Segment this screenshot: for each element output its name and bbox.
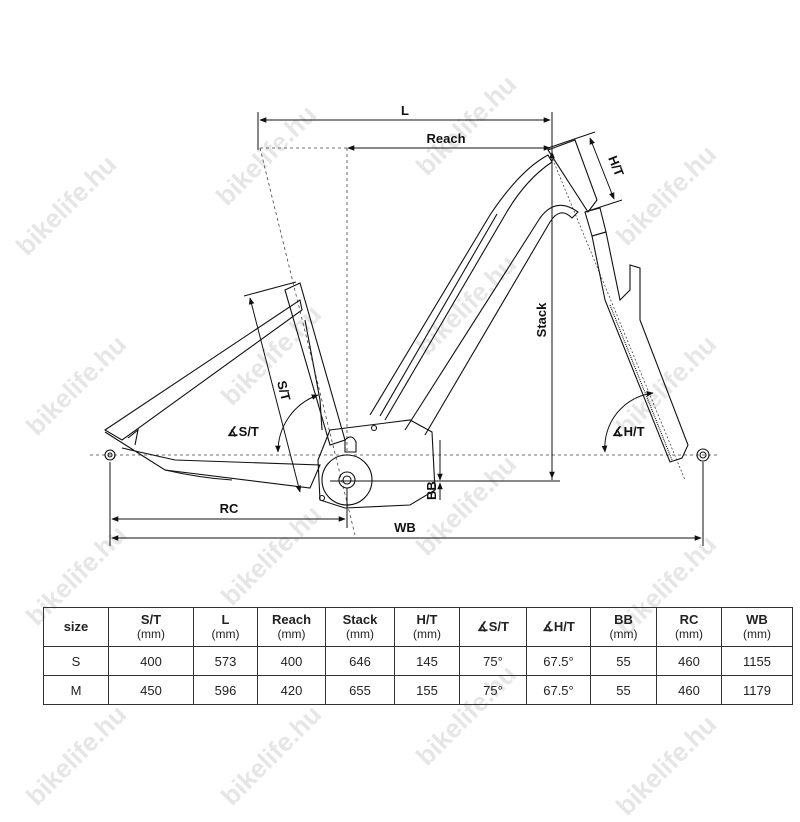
cell: 145 — [394, 646, 460, 676]
rc-label: RC — [220, 501, 239, 516]
bike-frame — [103, 139, 710, 509]
ht-dimension — [589, 137, 615, 200]
cell: 55 — [590, 646, 657, 676]
cell: 400 — [108, 646, 194, 676]
col-st-angle: ∡S/T — [459, 607, 527, 647]
cell: 655 — [325, 675, 395, 705]
cell: 155 — [394, 675, 460, 705]
st-angle-arc — [275, 394, 319, 453]
watermark-text: bikelife.hu — [215, 699, 328, 812]
watermark-text: bikelife.hu — [20, 699, 133, 812]
st-label: S/T — [274, 379, 293, 402]
col-size: size — [43, 607, 109, 647]
cell: 573 — [193, 646, 258, 676]
st-angle-label: ∡S/T — [227, 424, 259, 439]
ht-angle-arc — [601, 391, 654, 453]
col-ht-angle: ∡H/T — [526, 607, 591, 647]
cell: 1155 — [721, 646, 793, 676]
cell: 460 — [656, 646, 722, 676]
col-stack: Stack(mm) — [325, 607, 395, 647]
stack-label: Stack — [534, 302, 549, 337]
cell: 75° — [459, 675, 527, 705]
cell: M — [43, 675, 109, 705]
cell: 67.5° — [526, 646, 591, 676]
ht-label: H/T — [605, 154, 627, 179]
bb-label: BB — [424, 481, 439, 500]
cell: 67.5° — [526, 675, 591, 705]
cell: 596 — [193, 675, 258, 705]
wb-label: WB — [394, 520, 416, 535]
table-row: M 450 596 420 655 155 75° 67.5° 55 460 1… — [43, 675, 793, 705]
col-rc: RC(mm) — [656, 607, 722, 647]
col-wb: WB(mm) — [721, 607, 793, 647]
L-label: L — [401, 103, 409, 118]
col-l: L(mm) — [193, 607, 258, 647]
ht-angle-label: ∡H/T — [612, 424, 645, 439]
cell: 646 — [325, 646, 395, 676]
frame-geometry-diagram: L Reach Stack H/T — [90, 103, 720, 546]
cell: 420 — [257, 675, 326, 705]
st-dimension — [248, 297, 302, 493]
col-st: S/T(mm) — [108, 607, 194, 647]
cell: 75° — [459, 646, 527, 676]
geometry-table: size S/T(mm) L(mm) Reach(mm) Stack(mm) H… — [43, 607, 793, 705]
table-header-row: size S/T(mm) L(mm) Reach(mm) Stack(mm) H… — [43, 607, 793, 647]
cell: S — [43, 646, 109, 676]
reach-label: Reach — [426, 131, 465, 146]
table-row: S 400 573 400 646 145 75° 67.5° 55 460 1… — [43, 646, 793, 676]
col-bb: BB(mm) — [590, 607, 657, 647]
cell: 450 — [108, 675, 194, 705]
watermark-text: bikelife.hu — [610, 709, 723, 822]
col-reach: Reach(mm) — [257, 607, 326, 647]
cell: 460 — [656, 675, 722, 705]
cell: 1179 — [721, 675, 793, 705]
cell: 400 — [257, 646, 326, 676]
cell: 55 — [590, 675, 657, 705]
seat-axis-dashed — [259, 147, 356, 536]
col-ht: H/T(mm) — [394, 607, 460, 647]
